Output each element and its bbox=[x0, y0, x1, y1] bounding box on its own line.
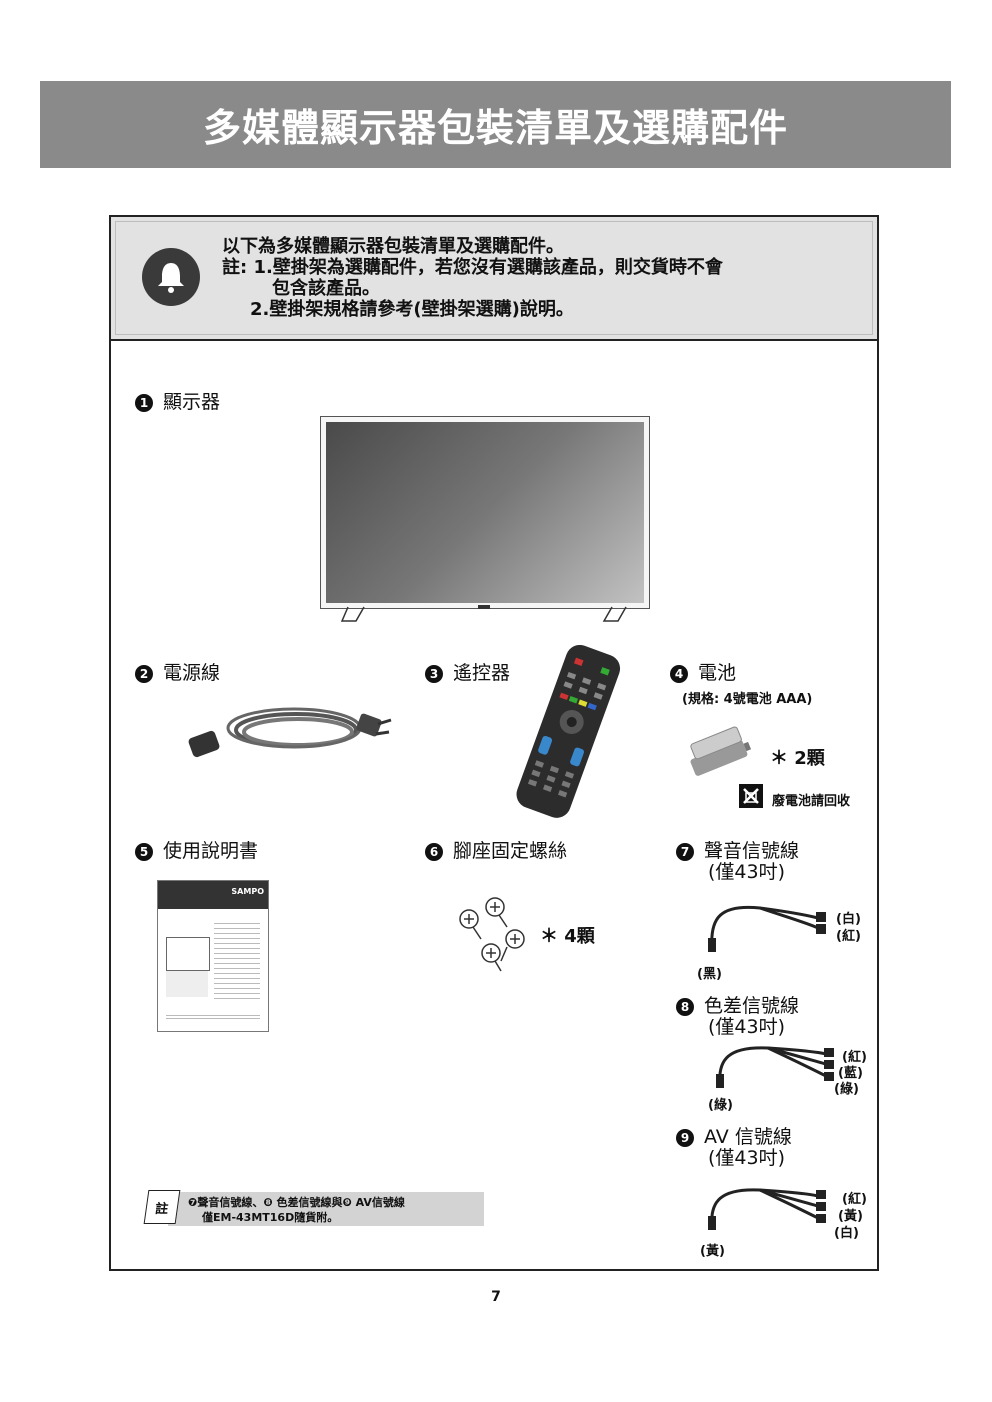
item-label: 遙控器 bbox=[453, 662, 511, 684]
battery-image bbox=[690, 726, 752, 776]
remote-image bbox=[516, 645, 621, 818]
audio-cable-image bbox=[708, 905, 826, 952]
audio-cable-plug: (黑) bbox=[697, 967, 722, 982]
battery-spec: (規格: 4號電池 AAA) bbox=[682, 692, 813, 707]
av-cable-plug: (黃) bbox=[700, 1244, 725, 1259]
item-number: 8 bbox=[676, 997, 694, 1016]
display-stand bbox=[340, 605, 627, 622]
item-number: 2 bbox=[135, 664, 153, 683]
notice-line-1: 以下為多媒體顯示器包裝清單及選購配件。 bbox=[222, 236, 564, 257]
item-remote: 3 遙控器 bbox=[425, 658, 510, 685]
item-power-cord: 2 電源線 bbox=[135, 658, 220, 685]
item-component-cable: 8 色差信號線 bbox=[676, 991, 799, 1018]
item-label: 腳座固定螺絲 bbox=[453, 840, 568, 862]
component-cable-image bbox=[716, 1046, 834, 1088]
notice-line-4: 2.壁掛架規格請參考(壁掛架選購)說明。 bbox=[250, 299, 574, 320]
title-banner: 多媒體顯示器包裝清單及選購配件 bbox=[40, 81, 951, 168]
power-cord-image bbox=[188, 707, 392, 758]
footnote-tag: 註 bbox=[143, 1190, 181, 1224]
audio-cable-note: (僅43吋) bbox=[708, 861, 786, 883]
item-battery: 4 電池 bbox=[670, 658, 736, 685]
component-cable-color-3: (綠) bbox=[834, 1082, 859, 1097]
component-cable-plug: (綠) bbox=[708, 1098, 733, 1113]
screws-image bbox=[459, 897, 525, 972]
item-number: 6 bbox=[425, 842, 443, 861]
item-label: 電源線 bbox=[163, 662, 221, 684]
item-label: 顯示器 bbox=[163, 391, 221, 413]
page-number: 7 bbox=[491, 1289, 501, 1305]
footnote-line-2: 僅EM-43MT16D隨貨附。 bbox=[202, 1211, 339, 1224]
footnote-line-1: ❼聲音信號線、❽ 色差信號線與❾ AV信號線 bbox=[188, 1196, 405, 1209]
item-screws: 6 腳座固定螺絲 bbox=[425, 836, 567, 863]
item-label: 電池 bbox=[698, 662, 737, 684]
item-label: AV 信號線 bbox=[704, 1126, 792, 1148]
item-number: 5 bbox=[135, 842, 153, 861]
battery-recycle-note: 廢電池請回收 bbox=[772, 794, 851, 809]
item-label: 色差信號線 bbox=[704, 995, 800, 1017]
notice-line-2: 註: 1.壁掛架為選購配件，若您沒有選購該產品，則交貨時不會 bbox=[222, 257, 723, 278]
audio-cable-color-1: (白) bbox=[836, 912, 861, 927]
item-label: 使用說明書 bbox=[163, 840, 259, 862]
av-cable-note: (僅43吋) bbox=[708, 1147, 786, 1169]
item-number: 4 bbox=[670, 664, 688, 683]
component-cable-color-2: (藍) bbox=[838, 1066, 863, 1081]
av-cable-color-1: (紅) bbox=[842, 1192, 867, 1207]
item-audio-cable: 7 聲音信號線 bbox=[676, 836, 799, 863]
display-image bbox=[320, 416, 650, 609]
item-label: 聲音信號線 bbox=[704, 840, 800, 862]
notice-line-3: 包含該產品。 bbox=[272, 278, 380, 299]
av-cable-color-3: (白) bbox=[834, 1226, 859, 1241]
manual-brand: SAMPO bbox=[158, 881, 268, 909]
item-number: 1 bbox=[135, 393, 153, 412]
footnote-box bbox=[168, 1192, 484, 1226]
item-manual: 5 使用說明書 bbox=[135, 836, 258, 863]
notice-box bbox=[111, 217, 877, 341]
page-title: 多媒體顯示器包裝清單及選購配件 bbox=[202, 106, 788, 150]
content-frame bbox=[109, 215, 879, 1271]
audio-cable-color-2: (紅) bbox=[836, 929, 861, 944]
bell-icon bbox=[142, 248, 200, 306]
item-number: 7 bbox=[676, 842, 694, 861]
av-cable-color-2: (黃) bbox=[838, 1209, 863, 1224]
av-cable-image bbox=[708, 1188, 826, 1230]
screws-qty: ＊ 4顆 bbox=[540, 926, 595, 947]
item-av-cable: 9 AV 信號線 bbox=[676, 1122, 792, 1149]
component-cable-color-1: (紅) bbox=[842, 1050, 867, 1065]
item-display: 1 顯示器 bbox=[135, 387, 220, 414]
item-number: 3 bbox=[425, 664, 443, 683]
recycle-icon bbox=[739, 784, 763, 808]
item-number: 9 bbox=[676, 1128, 694, 1147]
manual-image: SAMPO bbox=[157, 880, 269, 1032]
component-cable-note: (僅43吋) bbox=[708, 1016, 786, 1038]
battery-qty: ＊ 2顆 bbox=[770, 748, 825, 769]
